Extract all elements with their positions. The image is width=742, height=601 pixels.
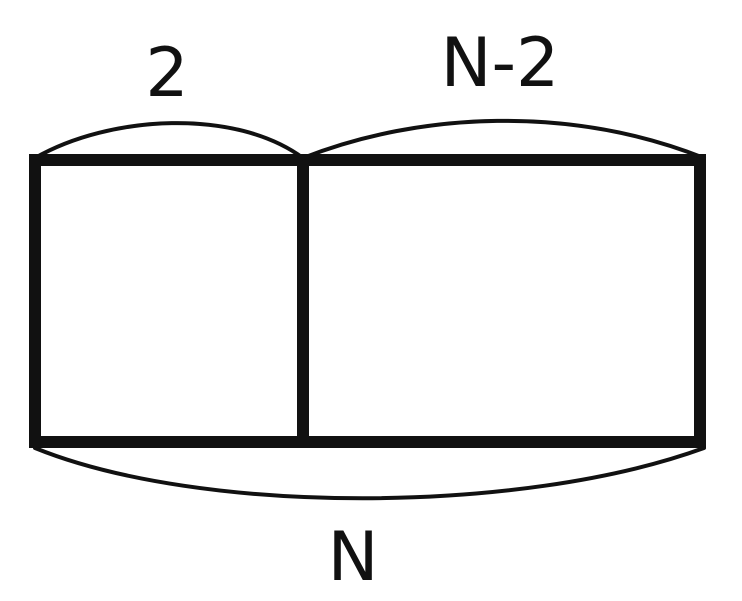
brace-bottom	[33, 446, 706, 501]
label-left-width: 2	[145, 34, 188, 113]
outer-rectangle	[29, 154, 706, 448]
brace-left-top	[33, 121, 305, 160]
label-right-width: N-2	[441, 24, 560, 103]
brace-right-top	[301, 118, 706, 160]
label-total-width: N	[328, 518, 379, 597]
